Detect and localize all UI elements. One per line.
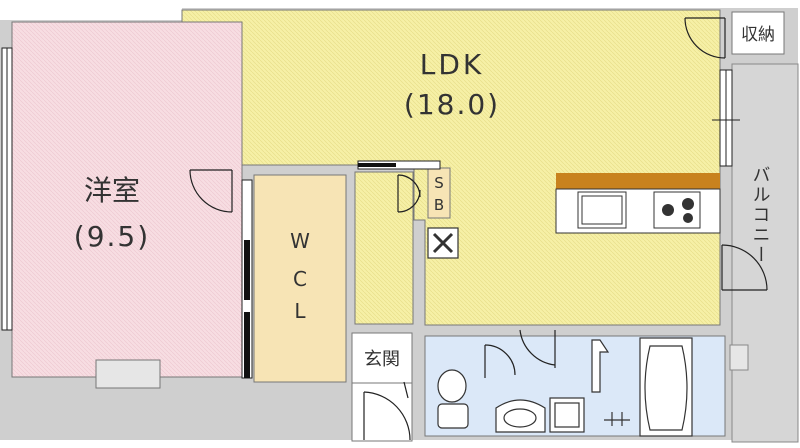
washing-machine-icon: [549, 397, 585, 433]
western-door-swing[interactable]: [189, 169, 233, 213]
entrance-floor: [351, 332, 413, 384]
western-label: 洋室: [84, 174, 140, 207]
entrance-door-swing[interactable]: [363, 381, 411, 441]
sb-door-swing[interactable]: [397, 174, 421, 213]
mirror-icon: [591, 339, 610, 393]
ldk-size: (18.0): [404, 88, 500, 121]
wcl-floor: [253, 174, 347, 383]
toilet-icon: [437, 369, 469, 429]
storage-door-swing[interactable]: [684, 17, 726, 59]
sink-icon: [577, 191, 627, 229]
storage-label: 収納: [741, 25, 775, 45]
storage-box: [731, 11, 785, 55]
western-size: (9.5): [74, 220, 150, 253]
washbasin-icon: [495, 399, 546, 433]
wcl-label-l: L: [294, 299, 306, 323]
bathtub-icon: [639, 337, 693, 437]
ldk-label: LDK: [420, 48, 485, 81]
sb-label-b: B: [434, 196, 444, 214]
balcony-door-swing[interactable]: [721, 244, 768, 291]
balcony-area: [731, 63, 799, 443]
entrance-label: 玄関: [364, 349, 400, 370]
balcony-label: バルコニー: [750, 165, 771, 265]
stove-icon: [653, 191, 701, 229]
kitchen-counter: [555, 173, 721, 234]
wcl-label-w: W: [290, 229, 310, 253]
ventilation-icon: [427, 227, 459, 259]
sb-label-s: S: [434, 174, 444, 192]
wcl-label-c: C: [293, 267, 307, 291]
faucet-icon: [604, 412, 630, 426]
corridor-floor: [354, 171, 414, 325]
washroom-door-swing[interactable]: [484, 329, 556, 378]
